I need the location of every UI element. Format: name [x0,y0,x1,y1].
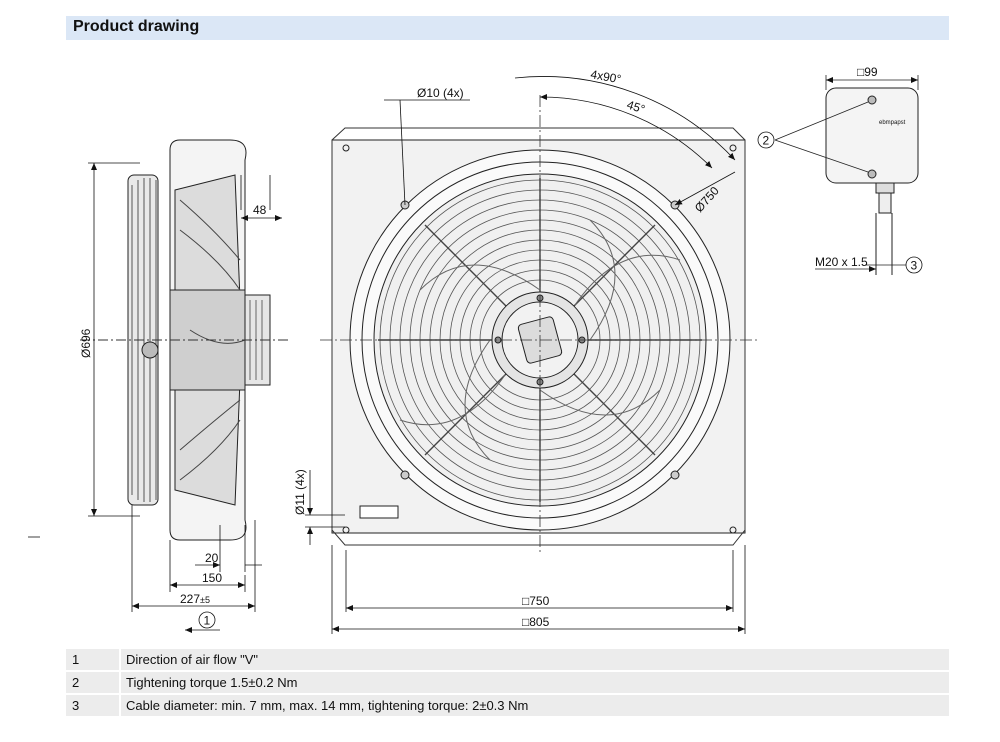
brand-label: ebmpapst [879,120,906,126]
product-drawing: Ø696 48 20 150 227 ±5 1 [0,40,1000,645]
legend-number: 1 [72,652,80,667]
legend-text: Direction of air flow "V" [126,652,259,667]
dim-thread: M20 x 1.5 [815,255,868,269]
dim-angle-4x90: 4x90° [589,67,622,86]
callout-1: 1 [198,611,216,629]
dim-box-99: □99 [857,65,878,79]
callout-1-label: 1 [204,614,211,628]
terminal-box [774,75,919,275]
callout-3: 3 [905,256,923,274]
section-title: Product drawing [73,18,200,35]
side-view [80,139,290,541]
dim-square-805: □805 [522,615,550,629]
callout-2: 2 [757,131,775,149]
dim-side-227: 227 [180,592,200,606]
front-view [320,95,760,555]
legend-text: Tightening torque 1.5±0.2 Nm [126,675,298,690]
side-dimension-labels: Ø696 48 20 150 227 ±5 [79,203,267,606]
legend-text: Cable diameter: min. 7 mm, max. 14 mm, t… [126,698,529,713]
dim-side-diameter: Ø696 [79,328,93,358]
callout-3-label: 3 [911,259,918,273]
front-dimension-labels: Ø10 (4x) 4x90° 45° Ø750 Ø11 (4x) □750 □8… [293,67,722,629]
callout-2-label: 2 [763,134,770,148]
legend-number: 3 [72,698,80,713]
legend-table: 1 Direction of air flow "V" 2 Tightening… [66,649,949,718]
side-dimensions [28,162,282,633]
dim-hole-dia: Ø10 (4x) [417,86,464,100]
legend-row: 1 Direction of air flow "V" [66,649,949,670]
legend-row: 2 Tightening torque 1.5±0.2 Nm [66,672,949,693]
terminal-box-labels: □99 ebmpapst M20 x 1.5 [815,65,906,269]
legend-row: 3 Cable diameter: min. 7 mm, max. 14 mm,… [66,695,949,716]
dim-side-width: 48 [253,203,267,217]
dim-side-20: 20 [205,551,219,565]
section-header: Product drawing [66,16,949,40]
drawing-svg: Ø696 48 20 150 227 ±5 1 [28,65,923,634]
front-dimensions [305,76,746,634]
dim-side-227-tol: ±5 [200,595,210,605]
dim-side-150: 150 [202,571,222,585]
dim-angle-45: 45° [625,98,647,117]
dim-square-750: □750 [522,594,550,608]
dim-slot-dia: Ø11 (4x) [293,469,307,515]
legend-number: 2 [72,675,80,690]
